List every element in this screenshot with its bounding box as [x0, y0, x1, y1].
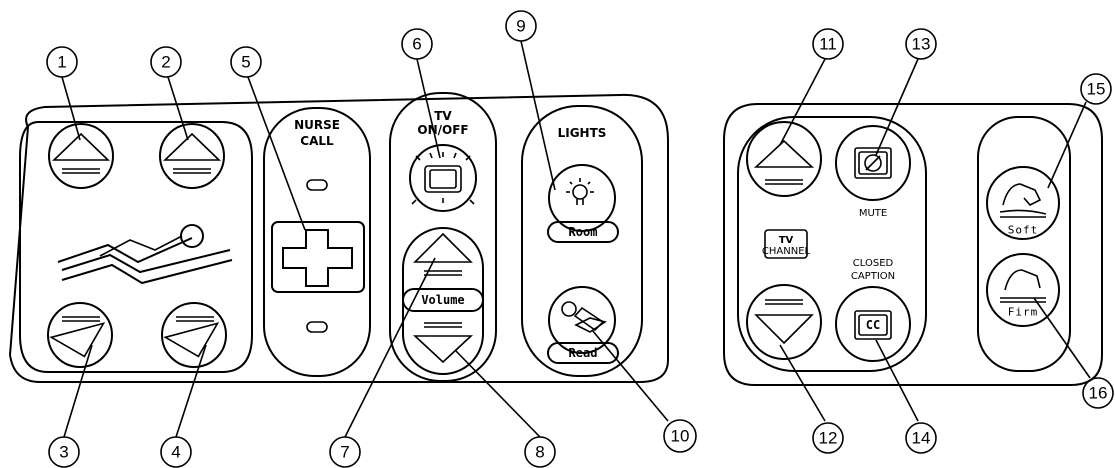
callout-1: 1: [46, 46, 78, 78]
soft-label: Soft: [1008, 224, 1039, 237]
tv-group: TV ON/OFF: [389, 92, 497, 382]
callout-5: 5: [230, 46, 262, 78]
callout-14: 14: [905, 422, 937, 454]
read-label: Read: [569, 346, 598, 360]
tv-channel-label: TV CHANNEL: [762, 229, 811, 259]
tv-channel-label-1: TV: [779, 235, 794, 246]
svg-text:7: 7: [340, 443, 349, 462]
tv-channel-group: [737, 116, 927, 372]
lights-group: LIGHTS: [521, 105, 643, 377]
soft-button[interactable]: Soft: [986, 166, 1060, 240]
tv-power-button[interactable]: [409, 144, 477, 212]
callout-16: 16: [1082, 377, 1114, 409]
nurse-call-button[interactable]: [271, 221, 365, 293]
channel-up-button[interactable]: [746, 121, 822, 197]
nurse-label-1: NURSE: [294, 118, 340, 132]
nurse-label-2: CALL: [300, 134, 334, 148]
knee-up-button[interactable]: [159, 123, 225, 189]
knee-down-button[interactable]: [161, 302, 227, 368]
tv-channel-label-2: CHANNEL: [762, 246, 811, 257]
svg-text:3: 3: [59, 443, 68, 462]
lights-label: LIGHTS: [558, 126, 607, 140]
callout-8: 8: [524, 436, 556, 468]
svg-text:1: 1: [57, 53, 66, 72]
svg-text:4: 4: [171, 443, 180, 462]
svg-text:8: 8: [535, 443, 544, 462]
head-down-button[interactable]: [47, 302, 113, 368]
closed-caption-label-1: CLOSED: [853, 258, 894, 269]
svg-text:15: 15: [1087, 80, 1106, 99]
callout-numbers: 1 2 3 4 5 6 7 8 9 10 11 12 13 14 15 16: [46, 10, 1114, 468]
cc-icon-label: CC: [866, 318, 880, 332]
svg-text:11: 11: [819, 35, 837, 54]
svg-text:14: 14: [912, 429, 931, 448]
bed-patient-icon: [57, 224, 233, 285]
svg-text:9: 9: [516, 17, 525, 36]
svg-text:13: 13: [912, 35, 931, 54]
nurse-call-group: NURSE CALL: [263, 107, 371, 377]
callout-9: 9: [505, 10, 537, 42]
room-light-button[interactable]: Room: [547, 164, 619, 243]
callout-3: 3: [48, 436, 80, 468]
channel-down-button[interactable]: [746, 284, 822, 360]
callout-6: 6: [401, 28, 433, 60]
callout-7: 7: [329, 436, 361, 468]
callout-2: 2: [150, 46, 182, 78]
closed-caption-button[interactable]: CC: [835, 286, 911, 362]
firmness-group: [977, 116, 1071, 372]
bed-position-group: [19, 121, 253, 373]
volume-down-button[interactable]: [412, 322, 474, 364]
callout-15: 15: [1080, 73, 1112, 105]
mute-button[interactable]: MUTE: [835, 125, 911, 219]
callout-4: 4: [160, 436, 192, 468]
main-pendant-panel: NURSE CALL TV ON/OFF: [8, 92, 669, 383]
volume-up-button[interactable]: [413, 232, 473, 276]
svg-text:10: 10: [671, 427, 690, 446]
svg-text:5: 5: [241, 53, 250, 72]
firm-label: Firm: [1008, 306, 1039, 319]
callout-10: 10: [663, 419, 697, 453]
tv-label-2: ON/OFF: [417, 123, 468, 137]
volume-rocker: Volume: [402, 227, 484, 375]
firm-button[interactable]: Firm: [986, 253, 1060, 327]
svg-text:12: 12: [819, 429, 838, 448]
callout-13: 13: [905, 28, 937, 60]
callout-12: 12: [812, 422, 844, 454]
leader-lines: [61, 40, 1091, 438]
tv-label-1: TV: [434, 109, 452, 123]
secondary-pendant-panel: TV CHANNEL MUTE CLOSED CAPTION CC: [723, 103, 1103, 386]
room-label: Room: [569, 225, 598, 239]
reading-light-button[interactable]: Read: [547, 286, 619, 364]
head-up-button[interactable]: [48, 123, 114, 189]
svg-text:2: 2: [161, 53, 170, 72]
svg-text:6: 6: [412, 35, 421, 54]
mute-label: MUTE: [859, 208, 887, 219]
closed-caption-label-2: CAPTION: [851, 271, 895, 282]
callout-11: 11: [812, 28, 844, 60]
volume-label: Volume: [421, 293, 464, 307]
svg-text:16: 16: [1089, 384, 1108, 403]
